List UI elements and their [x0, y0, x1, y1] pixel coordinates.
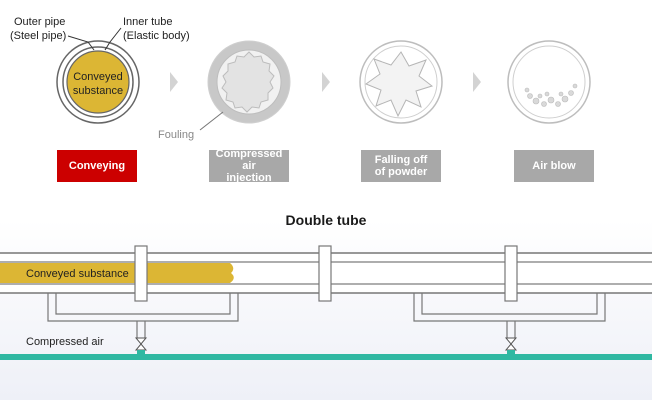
conveyed-substance-label: Conveyed substance [26, 268, 129, 280]
conveyed-label-line1: Conveyed [73, 71, 123, 83]
air-riser [507, 350, 515, 356]
cross-section-air-blow [507, 40, 591, 124]
cross-section-falling-off [359, 40, 443, 124]
valve-icon [504, 337, 518, 351]
step-label-air-blow: Air blow [514, 150, 594, 182]
step-label-conveying: Conveying [57, 150, 137, 182]
step-arrow-icon [473, 72, 481, 92]
outer-pipe-sublabel: (Steel pipe) [10, 30, 66, 42]
step-arrow-icon [170, 72, 178, 92]
conveyed-label-line2: substance [73, 85, 123, 97]
cross-section-air-injection [207, 40, 291, 124]
air-branch-pipe-left [47, 293, 239, 338]
valve-icon [134, 337, 148, 351]
outer-pipe-label: Outer pipe [14, 16, 65, 28]
step-arrow-icon [322, 72, 330, 92]
outer-pipe-callout [67, 35, 95, 51]
inner-tube-label: Inner tube [123, 16, 173, 28]
conveyed-substance-fill [0, 263, 234, 283]
pipe-flange [134, 245, 148, 302]
pipe-flange [504, 245, 518, 302]
compressed-air-line [0, 354, 652, 360]
pipe-flange [318, 245, 332, 302]
air-branch-pipe-right [413, 293, 606, 338]
inner-tube-callout [104, 27, 122, 51]
cross-section-conveying [56, 40, 140, 124]
inner-tube-sublabel: (Elastic body) [123, 30, 190, 42]
air-riser [137, 350, 145, 356]
fouling-label: Fouling [158, 129, 194, 141]
diagram-title: Double tube [285, 212, 367, 228]
fouling-callout [199, 111, 224, 131]
compressed-air-label: Compressed air [26, 336, 104, 348]
